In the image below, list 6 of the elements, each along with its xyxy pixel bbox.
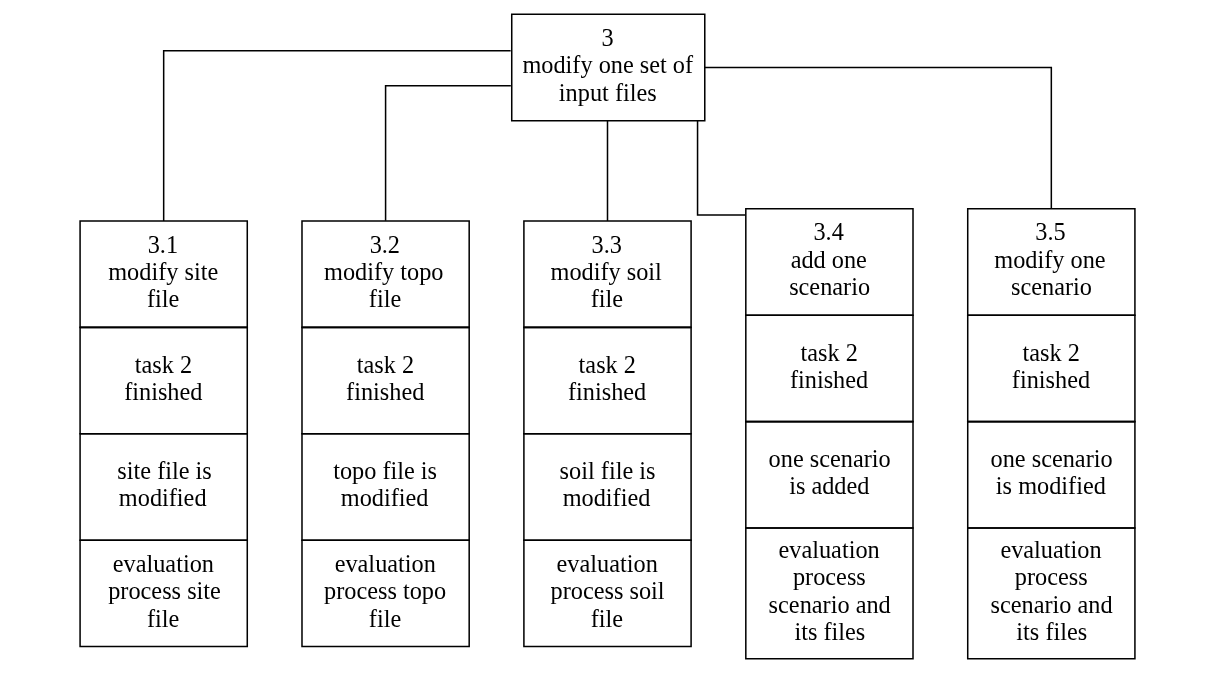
connector bbox=[384, 84, 512, 222]
connector bbox=[703, 66, 1052, 210]
connector bbox=[696, 119, 746, 216]
node-box: 3 modify one set of input files bbox=[510, 13, 706, 122]
connector bbox=[606, 119, 608, 222]
connector bbox=[162, 50, 511, 222]
